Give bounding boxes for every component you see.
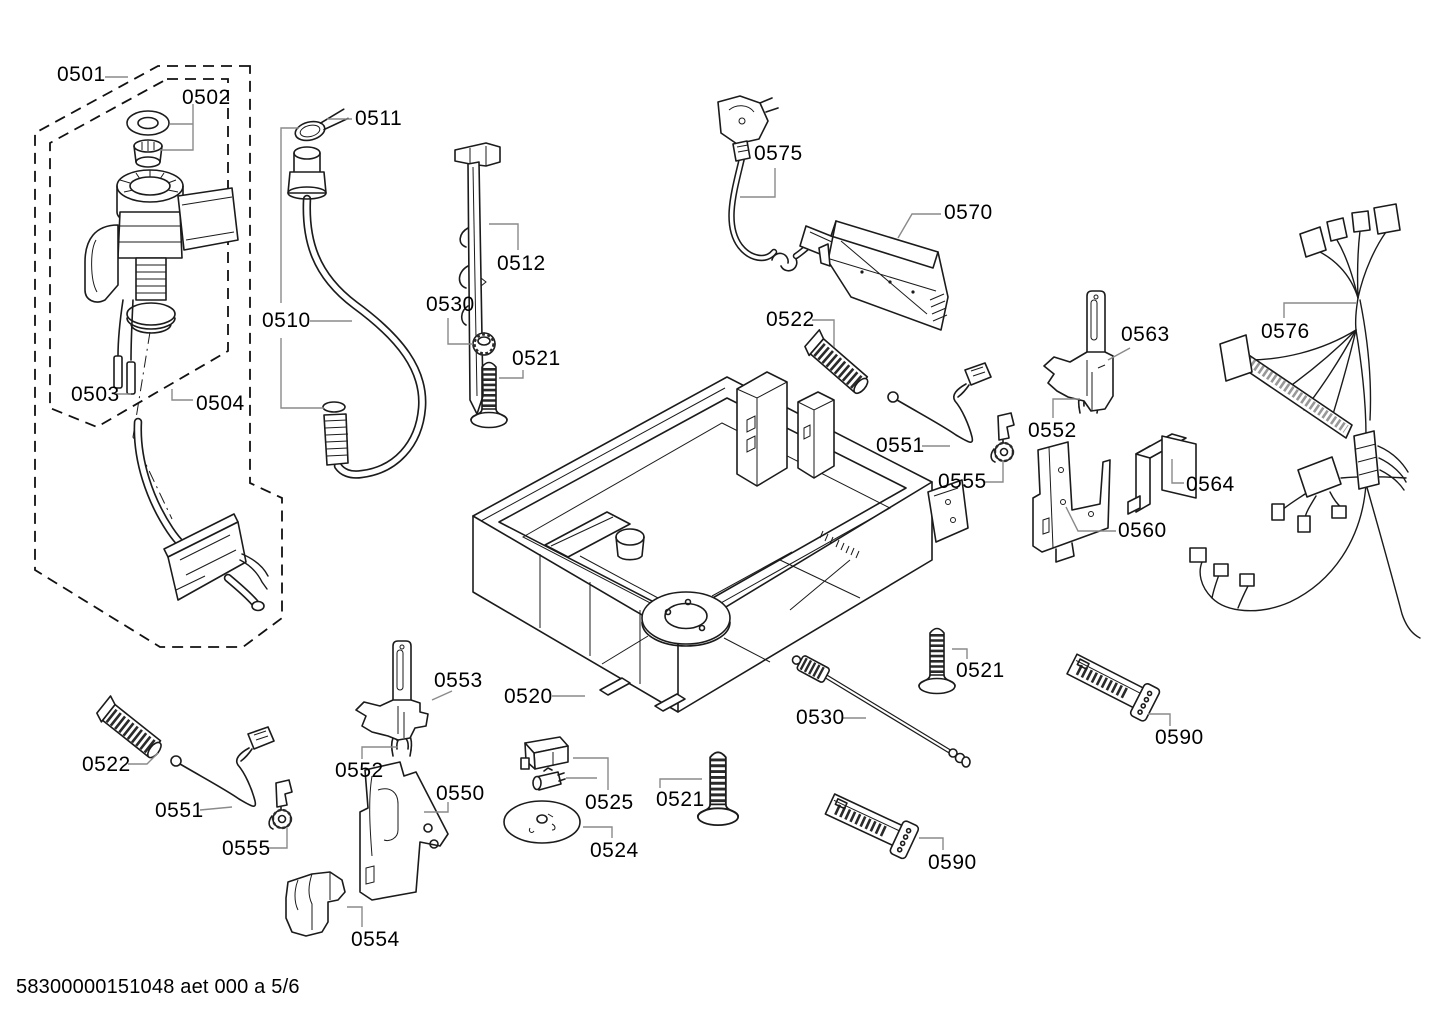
aquastop-boundary-box: [34, 65, 283, 648]
part-label-0590-bottom: 0590: [928, 851, 977, 874]
star-nut-drawing: [472, 332, 496, 356]
rack-0590-right: [1063, 649, 1160, 722]
part-label-0564: 0564: [1186, 473, 1235, 496]
base-assembly-drawing: [472, 371, 969, 713]
part-label-0520: 0520: [504, 685, 553, 708]
spring-0522-left: [94, 696, 167, 761]
leader-lines: [105, 76, 1356, 927]
part-label-0512: 0512: [497, 252, 546, 275]
bracket-0553-drawing: [355, 640, 429, 741]
bracket-0563-drawing: [1043, 290, 1114, 412]
part-label-0524: 0524: [590, 839, 639, 862]
part-label-0525: 0525: [585, 791, 634, 814]
part-label-0552-right: 0552: [1028, 419, 1077, 442]
part-label-0503: 0503: [71, 383, 120, 406]
disc-0524-drawing: [503, 800, 581, 844]
pulley-0555-right: [989, 411, 1016, 464]
flex-shaft-0530-drawing: [791, 655, 971, 768]
pulley-0555-left: [267, 778, 294, 831]
part-label-0555-right: 0555: [938, 470, 987, 493]
cable-0551-left: [170, 726, 275, 808]
control-unit-drawing: [818, 220, 949, 331]
part-label-0575: 0575: [754, 142, 803, 165]
part-label-0522-left: 0522: [82, 753, 131, 776]
part-label-0554: 0554: [351, 928, 400, 951]
part-label-0560: 0560: [1118, 519, 1167, 542]
grid-shield-0564-drawing: [1127, 433, 1197, 515]
condenser-0525-drawing: [520, 736, 569, 791]
wiring-harness-drawing: [1189, 203, 1421, 639]
cover-0554-drawing: [285, 871, 346, 937]
part-label-0576: 0576: [1261, 320, 1310, 343]
part-label-0552-left: 0552: [335, 759, 384, 782]
drain-hose-drawing: [287, 108, 427, 479]
part-label-0563: 0563: [1121, 323, 1170, 346]
part-label-0501: 0501: [57, 63, 106, 86]
part-label-0510: 0510: [262, 309, 311, 332]
part-label-0551-right: 0551: [876, 434, 925, 457]
part-label-0504: 0504: [196, 392, 245, 415]
part-label-0551-left: 0551: [155, 799, 204, 822]
rack-0590-bottom: [822, 789, 920, 860]
spring-0522-right: [802, 330, 874, 397]
part-label-0530-bottom: 0530: [796, 706, 845, 729]
part-label-0530-top: 0530: [426, 293, 475, 316]
screw-0521-right: [919, 629, 955, 694]
hose-clamp-drawing: [294, 108, 349, 142]
part-label-0521-bottom: 0521: [656, 788, 705, 811]
part-label-0555-left: 0555: [222, 837, 271, 860]
document-number: 58300000151048 aet 000 a 5/6: [16, 976, 300, 998]
cable-0551-right: [887, 362, 992, 444]
part-label-0522-right: 0522: [766, 308, 815, 331]
part-label-0502: 0502: [182, 86, 231, 109]
part-label-0521-right: 0521: [956, 659, 1005, 682]
part-label-0550: 0550: [436, 782, 485, 805]
aquastop-valve-drawing: [84, 110, 239, 395]
junction-box-drawing: [133, 417, 269, 612]
bracket-0550-drawing: [359, 761, 449, 901]
bracket-0560-drawing: [1032, 441, 1111, 563]
part-label-0553: 0553: [434, 669, 483, 692]
part-label-0570: 0570: [944, 201, 993, 224]
part-label-0521-top: 0521: [512, 347, 561, 370]
part-label-0511: 0511: [355, 107, 403, 130]
part-label-0590-right: 0590: [1155, 726, 1204, 749]
